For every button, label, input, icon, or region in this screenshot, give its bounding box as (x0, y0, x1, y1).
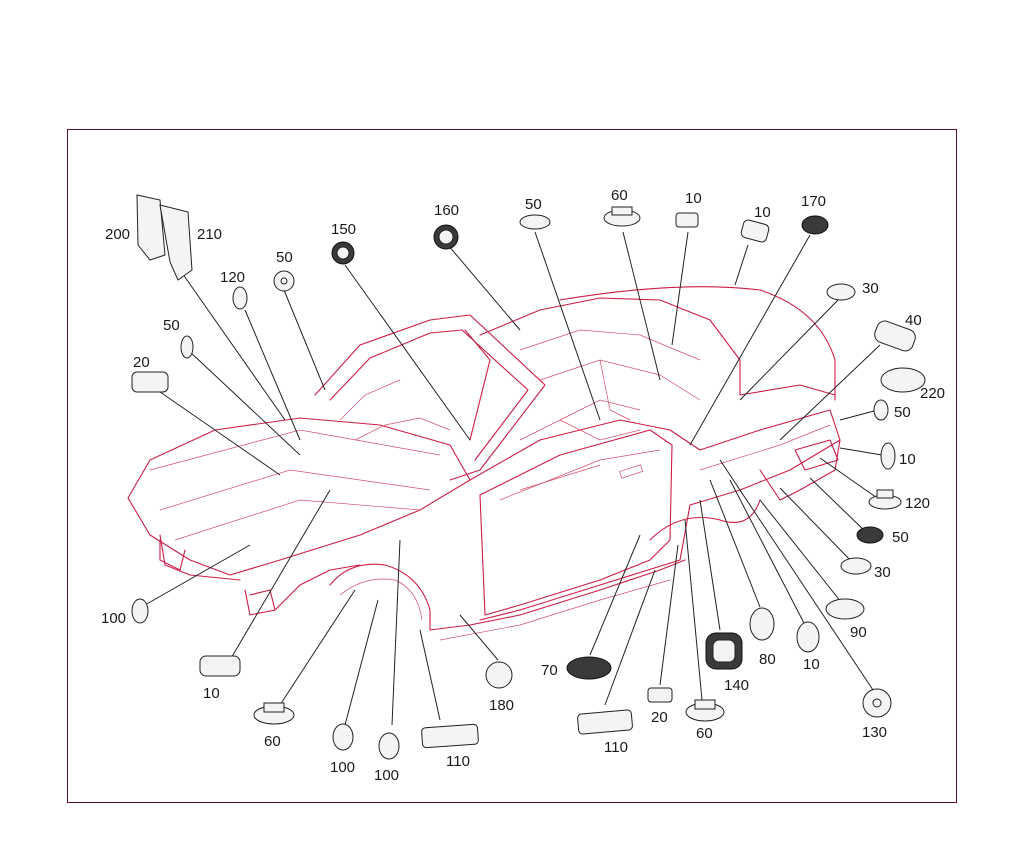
side-panel (469, 409, 841, 621)
door (479, 429, 673, 616)
parts (131, 194, 926, 760)
cockpit (479, 297, 741, 396)
callout-50: 50 (525, 196, 542, 213)
callout-10: 10 (203, 685, 220, 702)
clip-20a-part (131, 371, 169, 393)
plug-110b-part (577, 709, 633, 735)
disc-50d-part (856, 526, 884, 544)
cover-40-part (874, 320, 916, 352)
callout-150: 150 (331, 221, 356, 238)
callout-10: 10 (754, 204, 771, 221)
callout-80: 80 (759, 651, 776, 668)
callout-200: 200 (105, 226, 130, 243)
grommet-70-part (566, 656, 612, 680)
callout-30: 30 (874, 564, 891, 581)
callout-20: 20 (133, 354, 150, 371)
callout-50: 50 (892, 529, 909, 546)
plug-10d-part (796, 621, 820, 653)
callout-170: 170 (801, 193, 826, 210)
ring-220-part (880, 367, 926, 393)
front-wheel-arch (329, 563, 431, 631)
diagram-frame (67, 129, 957, 803)
bracket-210-part (159, 204, 193, 281)
callout-100: 100 (374, 767, 399, 784)
callout-50: 50 (163, 317, 180, 334)
callout-120: 120 (905, 495, 930, 512)
callout-220: 220 (920, 385, 945, 402)
callout-10: 10 (899, 451, 916, 468)
callout-90: 90 (850, 624, 867, 641)
disc-30a-part (826, 283, 856, 301)
callout-60: 60 (264, 733, 281, 750)
callout-30: 30 (862, 280, 879, 297)
disc-90-part (825, 598, 865, 620)
callout-10: 10 (803, 656, 820, 673)
disc-50c-part (873, 399, 889, 421)
callout-50: 50 (276, 249, 293, 266)
callout-70: 70 (541, 662, 558, 679)
disc-180-part (485, 661, 513, 689)
callout-labels: 200 210 120 50 150 160 50 60 10 10 170 3… (101, 187, 945, 784)
car-body (127, 286, 841, 641)
disc-100c-part (378, 732, 400, 760)
disc-100a-part (131, 598, 149, 624)
disc-100b-part (332, 723, 354, 751)
plug-10b-part (740, 219, 770, 243)
disc-50e-part (180, 335, 194, 359)
plug-120-part (232, 286, 248, 310)
grommet-170-part (801, 215, 829, 235)
callout-160: 160 (434, 202, 459, 219)
rear-deck (559, 286, 836, 401)
plug-10c-part (880, 442, 896, 470)
car-hood (127, 417, 471, 576)
callout-100: 100 (101, 610, 126, 627)
clip-20b-part (647, 687, 673, 703)
callout-50: 50 (894, 404, 911, 421)
callout-40: 40 (905, 312, 922, 329)
clip-10e-part (199, 655, 241, 677)
callout-60: 60 (611, 187, 628, 204)
callout-110: 110 (604, 739, 628, 756)
callout-20: 20 (651, 709, 668, 726)
disc-30b-part (840, 557, 872, 575)
leader-lines (144, 231, 883, 726)
callout-100: 100 (330, 759, 355, 776)
plug-110a-part (421, 723, 479, 749)
ring-80-part (749, 607, 775, 641)
windshield-frame (314, 314, 546, 481)
callout-130: 130 (862, 724, 887, 741)
callout-140: 140 (724, 677, 749, 694)
callout-120: 120 (220, 269, 245, 286)
callout-110: 110 (446, 753, 470, 770)
disc-50b-part (519, 214, 551, 230)
callout-210: 210 (197, 226, 222, 243)
callout-10: 10 (685, 190, 702, 207)
callout-180: 180 (489, 697, 514, 714)
bracket-200-part (136, 194, 166, 261)
callout-60: 60 (696, 725, 713, 742)
rear-wheel-arch (649, 499, 761, 541)
clip-10a-part (675, 212, 699, 228)
